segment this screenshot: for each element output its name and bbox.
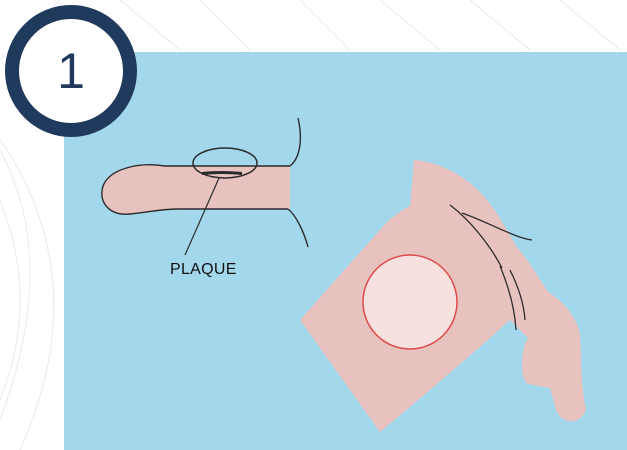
plaque-label: PLAQUE xyxy=(170,261,237,279)
step-badge: 1 xyxy=(5,5,137,137)
patch-circle xyxy=(363,255,457,349)
shaft-side-view xyxy=(102,118,308,255)
base-curve-bottom xyxy=(288,209,308,247)
patch-application-view xyxy=(300,160,586,432)
step-number: 1 xyxy=(57,46,85,96)
base-curve-top xyxy=(290,118,300,166)
shaft-body xyxy=(102,165,290,214)
